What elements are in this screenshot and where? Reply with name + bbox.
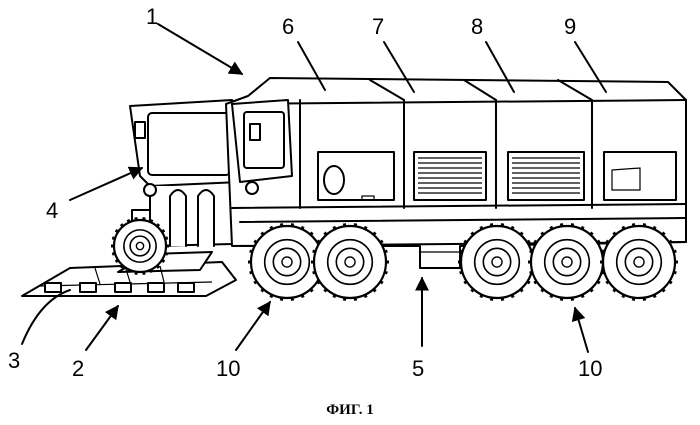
wheel-hub-ring [552,247,582,277]
wheel-hub-ring [491,256,503,268]
label-module-2: 7 [372,14,384,39]
wheel-hub-ring [123,229,157,263]
wheel-hub-ring [473,238,521,286]
cab [129,99,241,247]
wheel [111,217,169,275]
label-wheels-rear: 10 [578,356,602,381]
label-module-4: 9 [564,14,576,39]
wheel-hub-ring [335,247,365,277]
wheel-hub-ring [263,238,311,286]
wheel-hub-ring [482,247,512,277]
wheel-tire [601,224,677,300]
wheel-tire [529,224,605,300]
wheel-hub-ring [543,238,591,286]
wheel-hub-ring [135,241,145,251]
wheel-hub-ring [272,247,302,277]
label-frame: 5 [412,356,424,381]
wheel-hub-ring [561,256,573,268]
label-wheels-front: 10 [216,356,240,381]
wheels [111,217,678,301]
leader-lines [21,23,607,353]
label-cab: 4 [46,198,58,223]
wheel-hub-ring [344,256,356,268]
label-module-3: 8 [471,14,483,39]
wheel-tire [459,224,535,300]
label-module-1: 6 [282,14,294,39]
wheel-hub-ring [615,238,663,286]
wheel [600,223,678,301]
figure-caption: ФИГ. 1 [326,402,373,418]
wheel-tire [112,218,168,274]
wheel [458,223,536,301]
wheel-hub-ring [129,235,151,257]
label-front-blade: 3 [8,348,20,373]
label-front-attachment: 2 [72,356,84,381]
wheel-tire [312,224,388,300]
wheel-hub-ring [633,256,645,268]
wheel-hub-ring [281,256,293,268]
label-vehicle: 1 [146,4,158,29]
vehicle-body [225,77,687,247]
wheel-hub-ring [624,247,654,277]
wheel [528,223,606,301]
wheel-hub-ring [326,238,374,286]
wheel [311,223,389,301]
